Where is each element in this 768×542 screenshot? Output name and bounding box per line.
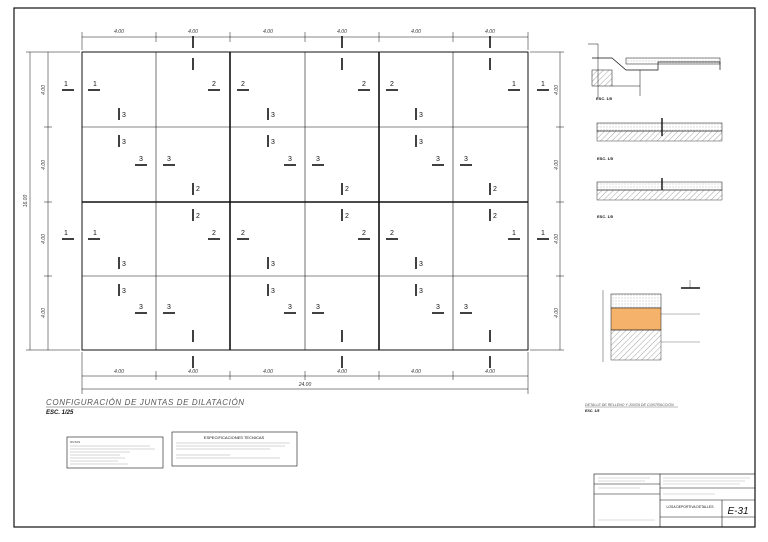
mark-v3-8: 3: [122, 288, 126, 295]
mark-a5: 2: [362, 81, 366, 88]
plan-title: CONFIGURACIÓN DE JUNTAS DE DILATACIÓN: [46, 398, 245, 407]
mark-d1: 3: [139, 304, 143, 311]
mark-v3-2: 3: [122, 139, 126, 146]
section-markers-vertical: [118, 36, 491, 368]
top-dim-6: 4.00: [485, 29, 495, 35]
mark-v3-4: 3: [271, 139, 275, 146]
mark-c4: 2: [241, 230, 245, 237]
mark-v2-2: 2: [196, 213, 200, 220]
bottom-dim-4: 4.00: [337, 369, 347, 375]
top-dim-4: 4.00: [337, 29, 347, 35]
mark-b1: 3: [139, 156, 143, 163]
mark-d4: 3: [316, 304, 320, 311]
mark-a7: 1: [512, 81, 516, 88]
left-dim-1: 4.00: [41, 85, 47, 95]
mark-v3-10: 3: [271, 288, 275, 295]
mark-v2-3: 2: [345, 186, 349, 193]
detail-4-title: DETALLE DE RELLENO Y JUNTA DE CONTRACCIÓ…: [585, 402, 674, 407]
total-width-dim: 24.00: [298, 382, 312, 388]
mark-v3-9: 3: [271, 261, 275, 268]
top-dim-2: 4.00: [188, 29, 198, 35]
detail-2: ESC. 1/5: [596, 118, 723, 161]
mark-d2: 3: [167, 304, 171, 311]
mark-v2-4: 2: [345, 213, 349, 220]
mark-v2-1: 2: [196, 186, 200, 193]
detail-1: ESC. 1/5: [588, 43, 721, 101]
right-dimension-chain: [530, 51, 564, 351]
bottom-dim-1: 4.00: [114, 369, 124, 375]
bottom-dim-2: 4.00: [188, 369, 198, 375]
mark-b3: 3: [288, 156, 292, 163]
left-dimension-chain: [26, 51, 80, 351]
mark-c1: 1: [64, 230, 68, 237]
right-dim-3: 4.00: [554, 234, 560, 244]
title-block: [593, 473, 756, 528]
mark-v3-3: 3: [271, 112, 275, 119]
bottom-dim-3: 4.00: [263, 369, 273, 375]
specs-title: ESPECIFICACIONES TECNICAS: [204, 435, 265, 440]
detail-4-fill: [602, 280, 700, 362]
mark-v2-5: 2: [493, 186, 497, 193]
left-dim-3: 4.00: [41, 234, 47, 244]
top-dimension-chain: [81, 32, 529, 50]
mark-d6: 3: [464, 304, 468, 311]
mark-b4: 3: [316, 156, 320, 163]
mark-d5: 3: [436, 304, 440, 311]
notes-title: NOTAS: [70, 440, 80, 444]
left-total-dim: 16.00: [23, 195, 29, 208]
detail-3-scale: ESC. 1/5: [597, 214, 614, 219]
right-dim-1: 4.00: [554, 85, 560, 95]
mark-b6: 3: [464, 156, 468, 163]
mark-c5: 2: [362, 230, 366, 237]
sheet-title: LOSA DEPORTIVA DETALLES: [667, 505, 715, 509]
mark-c3: 2: [212, 230, 216, 237]
mark-v3-7: 3: [122, 261, 126, 268]
notes-box: NOTAS: [66, 436, 164, 469]
bottom-dim-6: 4.00: [485, 369, 495, 375]
detail-1-scale: ESC. 1/5: [596, 96, 613, 101]
top-dim-5: 4.00: [411, 29, 421, 35]
mark-c6: 2: [390, 230, 394, 237]
mark-d3: 3: [288, 304, 292, 311]
mark-v3-5: 3: [419, 112, 423, 119]
fill-layer: [610, 307, 662, 331]
mark-c7: 1: [512, 230, 516, 237]
bottom-dim-5: 4.00: [411, 369, 421, 375]
bottom-dimension-chain: [81, 352, 529, 394]
detail-3: ESC. 1/5: [596, 178, 723, 219]
sheet-border: [13, 7, 756, 528]
section-markers-horizontal: [62, 89, 549, 314]
mark-v3-6: 3: [419, 139, 423, 146]
mark-v3-11: 3: [419, 261, 423, 268]
mark-v3-12: 3: [419, 288, 423, 295]
detail-2-scale: ESC. 1/5: [597, 156, 614, 161]
detail-4-scale: ESC. 1/5: [585, 409, 600, 413]
top-dim-1: 4.00: [114, 29, 124, 35]
mark-c8: 1: [541, 230, 545, 237]
joint-plan: 4.00 4.00 4.00 4.00 4.00 4.00 4.00 4.00 …: [23, 29, 564, 416]
mark-c2: 1: [93, 230, 97, 237]
right-dim-4: 4.00: [554, 308, 560, 318]
specs-box: ESPECIFICACIONES TECNICAS: [171, 431, 298, 467]
left-dim-4: 4.00: [41, 308, 47, 318]
mark-b2: 3: [167, 156, 171, 163]
sheet-code: E-31: [727, 506, 748, 517]
mark-b5: 3: [436, 156, 440, 163]
mark-a3: 2: [212, 81, 216, 88]
mark-a8: 1: [541, 81, 545, 88]
top-dim-3: 4.00: [263, 29, 273, 35]
mark-a6: 2: [390, 81, 394, 88]
mark-v2-6: 2: [493, 213, 497, 220]
mark-a2: 1: [93, 81, 97, 88]
right-dim-2: 4.00: [554, 160, 560, 170]
plan-scale: ESC. 1/25: [46, 410, 74, 416]
mark-a4: 2: [241, 81, 245, 88]
mark-v3-1: 3: [122, 112, 126, 119]
mark-a1: 1: [64, 81, 68, 88]
left-dim-2: 4.00: [41, 160, 47, 170]
